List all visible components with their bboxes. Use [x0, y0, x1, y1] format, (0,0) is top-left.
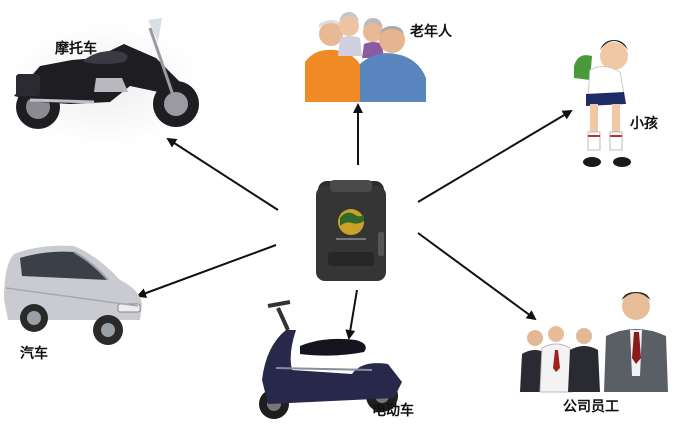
company-staff-illustration — [520, 292, 668, 393]
arrow-to-car — [136, 244, 277, 298]
child-illustration — [574, 40, 631, 167]
car-illustration — [4, 245, 142, 345]
label-child: 小孩 — [630, 116, 658, 132]
arrows — [136, 103, 573, 340]
scooter-illustration — [259, 300, 402, 419]
label-elderly: 老年人 — [410, 24, 452, 40]
arrow-to-staff — [417, 232, 537, 321]
elderly-people-illustration — [305, 12, 426, 102]
label-staff: 公司员工 — [563, 399, 619, 415]
arrow-to-motorcycle — [166, 137, 279, 211]
gps-tracker-device — [316, 180, 386, 281]
label-car: 汽车 — [20, 346, 48, 362]
motorcycle-illustration — [7, 18, 203, 147]
label-motorcycle: 摩托车 — [55, 41, 97, 57]
arrow-to-scooter — [345, 289, 358, 340]
arrow-to-child — [417, 109, 573, 203]
label-scooter: 电动车 — [372, 403, 414, 419]
